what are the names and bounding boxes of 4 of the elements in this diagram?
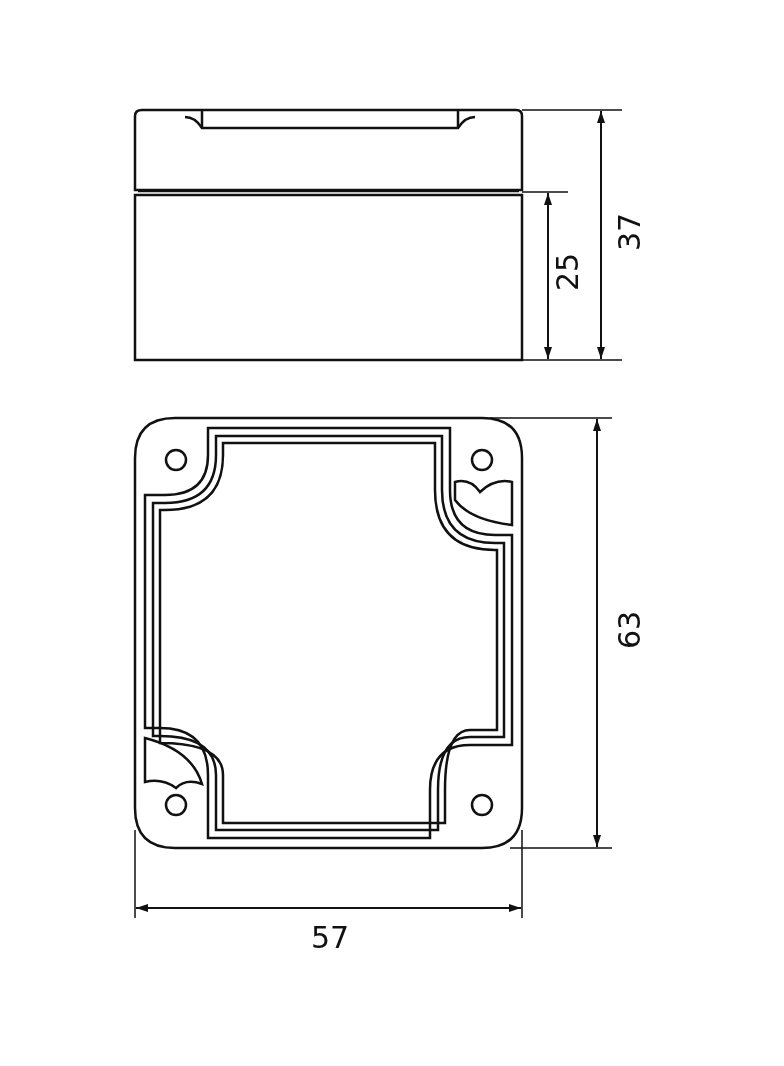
dimension-value: 25	[553, 252, 584, 292]
dimension-value: 63	[615, 610, 646, 650]
dimension-value: 57	[311, 923, 350, 953]
dimension-value: 37	[615, 212, 646, 252]
